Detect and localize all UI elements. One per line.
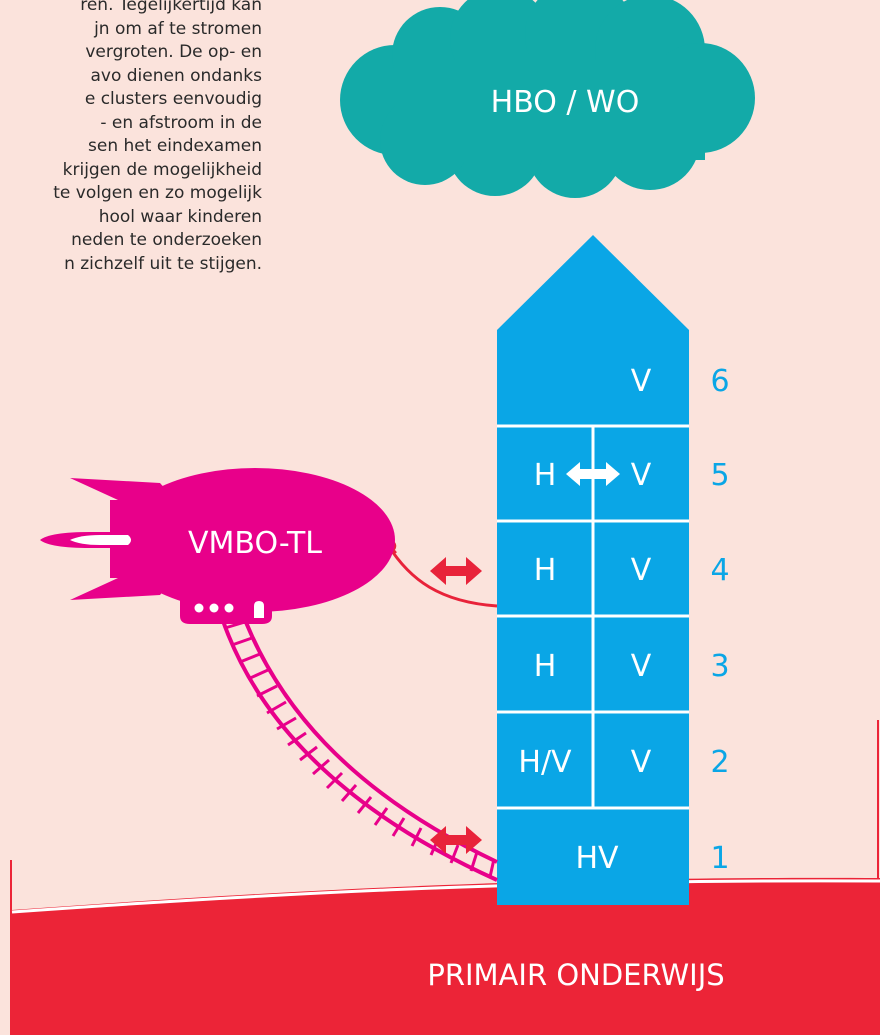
intro-line: krijgen de mogelijkheid: [62, 159, 262, 180]
year-5: 5: [710, 458, 729, 493]
gondola-windows-icon: [194, 601, 264, 618]
intro-line: neden te onderzoeken: [71, 230, 262, 250]
ground-label: PRIMAIR ONDERWIJS: [427, 958, 724, 992]
floor-5-right: V: [631, 458, 652, 493]
floor-3-right: V: [631, 649, 652, 684]
floor-2-left: H/V: [518, 745, 572, 780]
floor-4-right: V: [631, 553, 652, 588]
floor-4-left: H: [534, 553, 557, 588]
ground-hill: PRIMAIR ONDERWIJS: [11, 877, 880, 1035]
intro-text: ren. Tegelijkertijd kan jn om af te stro…: [0, 0, 262, 276]
transfer-arrow-icon: [566, 462, 620, 486]
intro-line: ren. Tegelijkertijd kan: [80, 0, 262, 15]
floor-6-right: V: [631, 364, 652, 399]
tether-rope: [386, 544, 498, 608]
cloud-label: HBO / WO: [491, 85, 640, 120]
intro-line: - en afstroom in de: [100, 112, 262, 133]
year-6: 6: [710, 364, 729, 399]
cloud: HBO / WO: [340, 0, 755, 198]
blimp-label: VMBO-TL: [188, 526, 322, 561]
year-1: 1: [710, 841, 729, 876]
year-2: 2: [710, 745, 729, 780]
intro-line: sen het eindexamen: [88, 136, 262, 156]
intro-line: n zichzelf uit te stijgen.: [64, 253, 262, 274]
year-4: 4: [710, 553, 729, 588]
intro-line: e clusters eenvoudig: [84, 89, 262, 109]
intro-line: jn om af te stromen: [94, 18, 262, 39]
switch-arrow-icon: [430, 826, 482, 854]
intro-line: avo dienen ondanks: [90, 65, 262, 86]
intro-line: hool waar kinderen: [98, 206, 262, 227]
floor-5-left: H: [534, 458, 557, 493]
switch-arrow-icon: [430, 557, 482, 585]
blimp: [40, 468, 395, 624]
intro-line: te volgen en zo mogelijk: [53, 183, 262, 203]
floor-1-label: HV: [575, 841, 619, 876]
year-3: 3: [710, 649, 729, 684]
floor-2-right: V: [631, 745, 652, 780]
intro-line: vergroten. De op- en: [85, 42, 262, 62]
floor-3-left: H: [534, 649, 557, 684]
school-tower: [497, 235, 689, 905]
